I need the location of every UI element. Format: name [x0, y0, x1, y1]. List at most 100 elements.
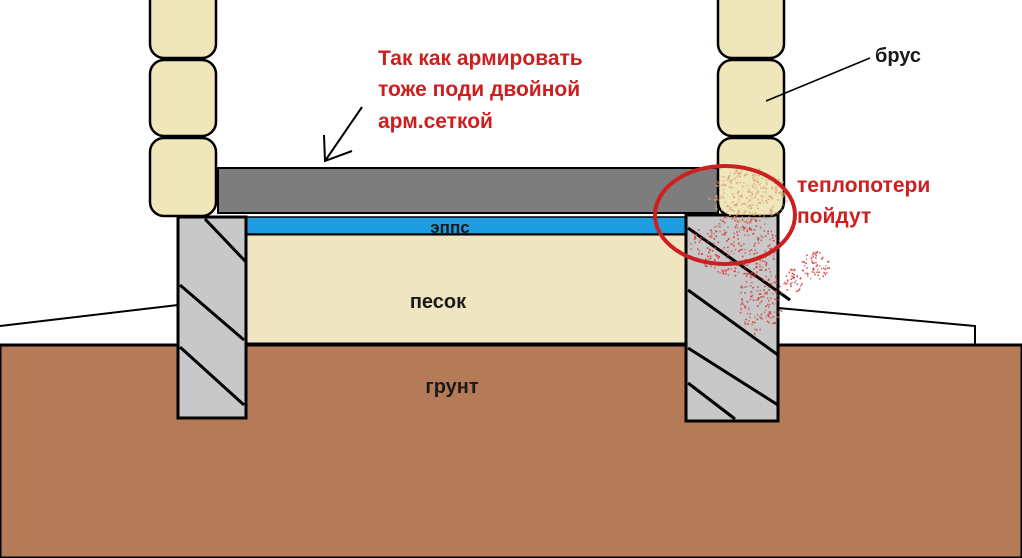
heat-loss-speck [792, 277, 794, 280]
heat-loss-speck [762, 201, 764, 204]
heat-loss-speck [753, 276, 756, 278]
heat-loss-circle [653, 164, 797, 266]
heat-loss-speck [811, 261, 814, 264]
heat-loss-speck [769, 210, 772, 212]
heat-loss-speck [813, 268, 815, 271]
heat-loss-speck [734, 219, 736, 222]
heat-loss-speck [740, 213, 743, 216]
heat-loss-speck [709, 197, 712, 200]
heat-loss-speck [773, 258, 775, 260]
heat-loss-speck [722, 179, 725, 182]
heat-loss-speck [770, 230, 772, 233]
heat-loss-speck [749, 221, 751, 224]
heat-loss-speck [794, 268, 796, 270]
heat-loss-speck [744, 323, 747, 325]
heat-loss-speck [754, 333, 756, 335]
heat-loss-speck [738, 230, 741, 232]
heat-loss-speck [748, 320, 750, 322]
heat-loss-speck [726, 211, 728, 214]
heat-loss-speck [793, 269, 796, 272]
heat-loss-speck [742, 225, 744, 228]
heat-loss-speck [776, 185, 779, 188]
heat-loss-speck [788, 271, 791, 274]
heat-loss-speck [716, 198, 718, 201]
heat-loss-speck [746, 301, 749, 303]
reinforce-note-line-1: Так как армировать [378, 47, 583, 70]
heat-loss-speck [733, 172, 736, 175]
heat-loss-speck [707, 255, 709, 258]
heat-loss-speck [756, 178, 759, 180]
heat-loss-speck [718, 223, 721, 225]
heat-loss-speck [744, 306, 746, 308]
heat-loss-speck [773, 252, 776, 254]
heat-loss-speck [780, 310, 783, 313]
heat-loss-speck [765, 200, 768, 202]
heat-loss-speck [774, 182, 776, 185]
heat-loss-speck [811, 259, 813, 262]
heat-loss-speck [759, 289, 761, 292]
heat-loss-speck [759, 263, 761, 266]
heat-loss-speck [733, 196, 735, 198]
heat-loss-speck [760, 317, 762, 320]
heat-loss-speck [699, 239, 702, 241]
heat-loss-speck [758, 275, 761, 278]
heat-loss-speck [805, 258, 808, 261]
heat-loss-speck [753, 273, 756, 276]
heat-loss-speck [815, 261, 817, 264]
heat-loss-speck [738, 249, 740, 252]
heat-loss-speck [715, 208, 718, 210]
heat-loss-speck [736, 234, 739, 236]
heat-loss-speck [812, 267, 815, 270]
heat-loss-speck [723, 229, 725, 232]
heat-loss-speck [747, 323, 749, 325]
heat-loss-speck [737, 271, 740, 274]
heat-loss-speck [766, 293, 768, 295]
heat-loss-speck [770, 247, 773, 250]
heat-loss-speck [714, 254, 717, 256]
heat-loss-speck [823, 271, 825, 274]
heat-loss-speck [758, 184, 761, 186]
heat-loss-speck [755, 217, 758, 219]
heat-loss-speck [749, 199, 751, 202]
heat-loss-speck [706, 240, 709, 243]
heat-loss-speck [748, 191, 751, 193]
heat-loss-speck [719, 272, 722, 274]
heat-loss-speck [754, 328, 756, 331]
heat-loss-speck [790, 268, 793, 271]
heat-loss-speck [733, 270, 736, 272]
heat-loss-speck [715, 230, 718, 233]
heat-loss-speck [733, 232, 735, 235]
heat-loss-speck [750, 219, 752, 221]
heat-loss-speck [708, 248, 711, 251]
heat-loss-speck [753, 268, 755, 270]
heat-loss-speck [744, 252, 747, 254]
heat-loss-speck [750, 229, 753, 231]
heat-loss-speck [727, 268, 730, 270]
heat-loss-speck [738, 211, 741, 213]
heat-loss-speck [772, 239, 775, 242]
heat-loss-speck [751, 275, 754, 277]
heat-loss-speck [697, 248, 699, 250]
heat-loss-speck [751, 197, 753, 199]
heat-loss-speck [786, 289, 789, 291]
heat-loss-speck [714, 247, 716, 249]
heat-loss-speck [698, 252, 700, 255]
heat-loss-speck [762, 279, 765, 282]
heat-loss-speck [765, 262, 768, 264]
heat-loss-speck [735, 218, 738, 220]
heat-loss-speck [743, 203, 745, 205]
heat-loss-speck [782, 181, 784, 183]
heat-loss-speck [786, 279, 789, 281]
heat-loss-speck [775, 187, 777, 189]
heat-loss-speck [756, 318, 759, 321]
heat-loss-speck [723, 176, 725, 178]
heat-loss-speck [757, 242, 760, 244]
heat-loss-speck [744, 267, 746, 269]
heat-loss-speck [752, 214, 755, 216]
heat-loss-speck [754, 316, 756, 319]
heat-loss-speck [766, 202, 769, 204]
heat-loss-speck [818, 278, 821, 280]
heat-loss-speck [758, 219, 761, 222]
heat-loss-speck [824, 273, 827, 276]
heat-loss-speck [777, 316, 780, 318]
